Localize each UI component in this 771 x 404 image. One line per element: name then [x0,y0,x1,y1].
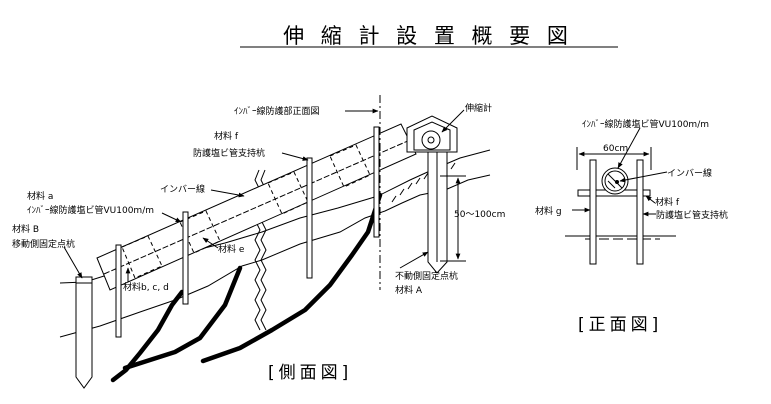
label-front-invar: インバー線 [667,167,712,179]
leader-front-pipe [617,127,641,169]
leader-front-invar [619,171,668,183]
protective-pvc-pipe [96,123,417,291]
label-moving-stake: 移動側固定点杭 [12,238,75,250]
leader-material-b [63,246,83,279]
leader-invar-wire [210,189,245,198]
crack-line-2 [122,265,243,371]
leader-fixed-stake [399,251,429,269]
leader-material-f [281,152,309,161]
support-stake-1 [115,244,122,338]
label-support-stake: 防護塩ビ管支持杭 [193,147,265,159]
extensometer-housing [406,115,458,153]
label-depth: 50～100cm [454,210,505,220]
label-fixed-stake: 不動側固定点杭 [395,270,458,282]
crack-line-3 [200,192,383,364]
side-view: ｲﾝﾊﾞｰ線防護部正面図 伸縮計 材料 f 防護塩ビ管支持杭 インバー線 材料 … [12,95,505,389]
front-view: ｲﾝﾊﾞｰ線防護塩ビ管VU100m/m 60cm インバー線 材料 f 材料 g… [535,118,728,335]
leader-material-a [161,212,182,223]
label-invar-wire: インバー線 [160,183,205,195]
label-material-f: 材料 f [214,130,239,142]
label-front-support-stake: 防護塩ビ管支持杭 [656,209,728,221]
label-material-a: 材料 a [27,190,53,202]
moving-fixed-point-stake [75,276,93,389]
label-invar-protect-front: ｲﾝﾊﾞｰ線防護部正面図 [234,105,320,117]
side-view-caption: [側面図] [268,363,352,383]
label-extensometer: 伸縮計 [465,102,492,114]
leader-front-f [645,195,656,204]
label-front-material-g: 材料 g [535,205,562,217]
label-material-e: 材料 e [218,243,245,255]
invar-wire-point [615,180,619,184]
support-stake-3 [306,157,313,279]
leader-material-e [202,237,219,249]
label-material-A: 材料 A [395,284,423,296]
label-front-material-f: 材料 f [655,196,680,208]
front-view-caption: [正面図] [578,315,662,335]
leader-extensometer [441,109,465,133]
label-material-b: 材料 B [12,223,39,235]
support-stake-2 [182,211,189,305]
front-stake-left [589,159,597,265]
label-invar-pipe: ｲﾝﾊﾞｰ線防護塩ビ管VU100m/m [27,204,154,216]
crack-line-1 [110,289,185,383]
page-title: 伸 縮 計 設 置 概 要 図 [283,24,573,48]
label-material-bcd: 材料b, c, d [123,281,169,293]
label-front-width: 60cm [603,144,628,154]
pipe-hatch-2 [607,180,616,189]
front-stake-right [636,159,644,265]
pipe-hatch-1 [607,173,623,189]
pipe-joints [121,144,371,279]
support-stake-4 [373,126,380,238]
label-front-pipe: ｲﾝﾊﾞｰ線防護塩ビ管VU100m/m [582,118,709,130]
